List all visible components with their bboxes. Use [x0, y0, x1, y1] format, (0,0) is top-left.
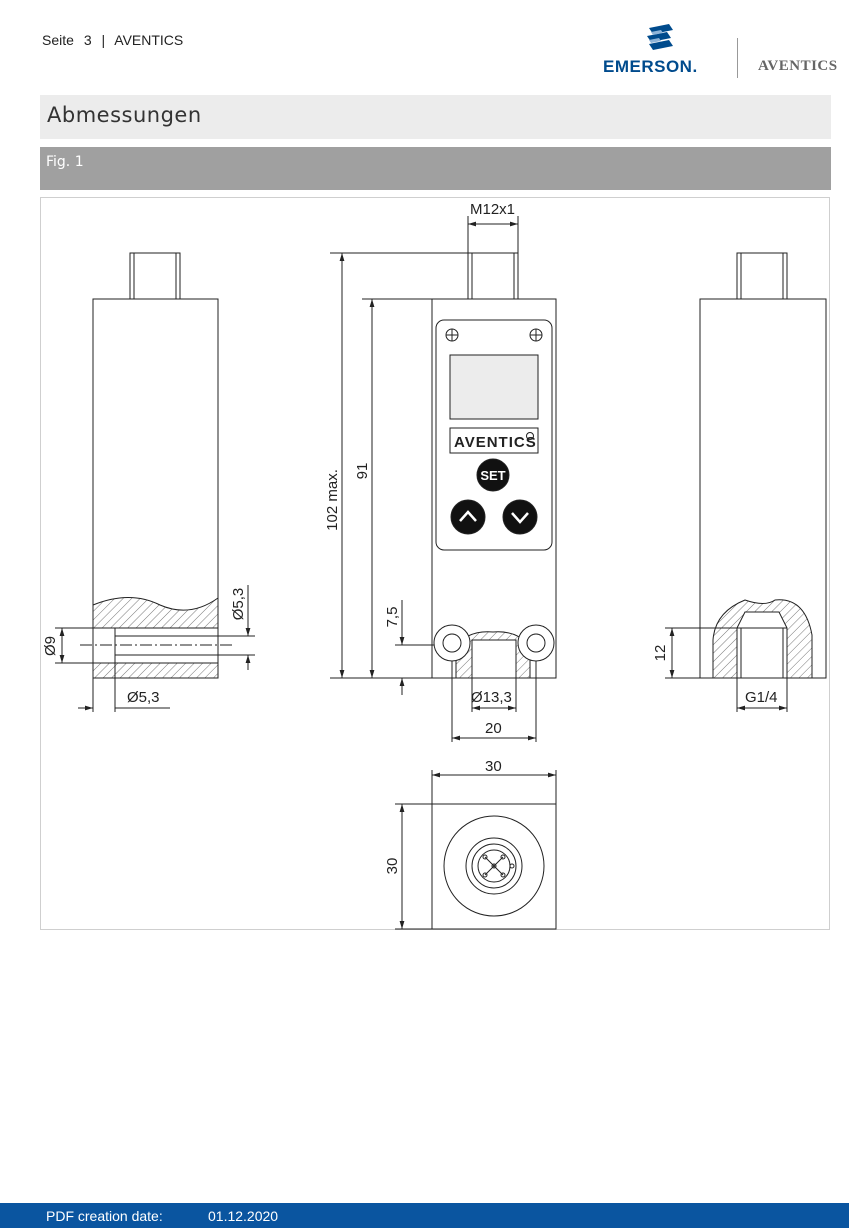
dim-side-bore-vertical: Ø5,3: [230, 588, 247, 621]
emerson-emblem-icon: [647, 24, 673, 50]
figure-caption-bar: Fig. 1: [40, 147, 831, 190]
footer-date: 01.12.2020: [208, 1208, 279, 1224]
header-separator: |: [101, 32, 106, 48]
right-side-view: [665, 252, 827, 712]
dim-body-height: 91: [354, 463, 371, 480]
dim-square-width: 30: [485, 758, 502, 775]
bottom-view: [395, 770, 557, 930]
section-title: Abmessungen: [47, 103, 202, 127]
dim-side-hole: Ø9: [42, 636, 59, 656]
left-side-view: [55, 252, 255, 712]
dim-port-diameter: Ø13,3: [471, 689, 512, 706]
page-header: Seite 3 | AVENTICS: [42, 32, 189, 48]
footer-bar: PDF creation date: 01.12.2020: [0, 1203, 849, 1228]
dim-square-height: 30: [384, 858, 401, 875]
page-number: 3: [83, 32, 92, 48]
aventics-logo-text: AVENTICS: [758, 58, 838, 74]
dim-thread-top: M12x1: [470, 201, 515, 218]
footer-label: PDF creation date:: [46, 1208, 163, 1224]
emerson-logo-text: EMERSON.: [603, 57, 698, 76]
page-label: Seite: [42, 32, 74, 48]
logo-divider: [737, 38, 738, 78]
dim-side-bore: Ø5,3: [127, 689, 160, 706]
figure-label: Fig. 1: [46, 154, 84, 170]
emerson-logo: EMERSON.: [603, 24, 718, 80]
section-heading-bar: Abmessungen: [40, 95, 831, 139]
dim-overall-height: 102 max.: [324, 469, 341, 531]
header-brand: AVENTICS: [114, 32, 184, 48]
dim-thread-depth: 12: [652, 645, 669, 662]
registered-mark-icon: [526, 432, 534, 440]
dim-bottom-offset: 7,5: [384, 607, 401, 628]
device-brand-label: AVENTICS: [454, 434, 537, 451]
front-view: [330, 216, 557, 742]
dim-thread-size: G1/4: [745, 689, 778, 706]
dim-body-width: 20: [485, 720, 502, 737]
set-button-label: SET: [480, 468, 505, 483]
